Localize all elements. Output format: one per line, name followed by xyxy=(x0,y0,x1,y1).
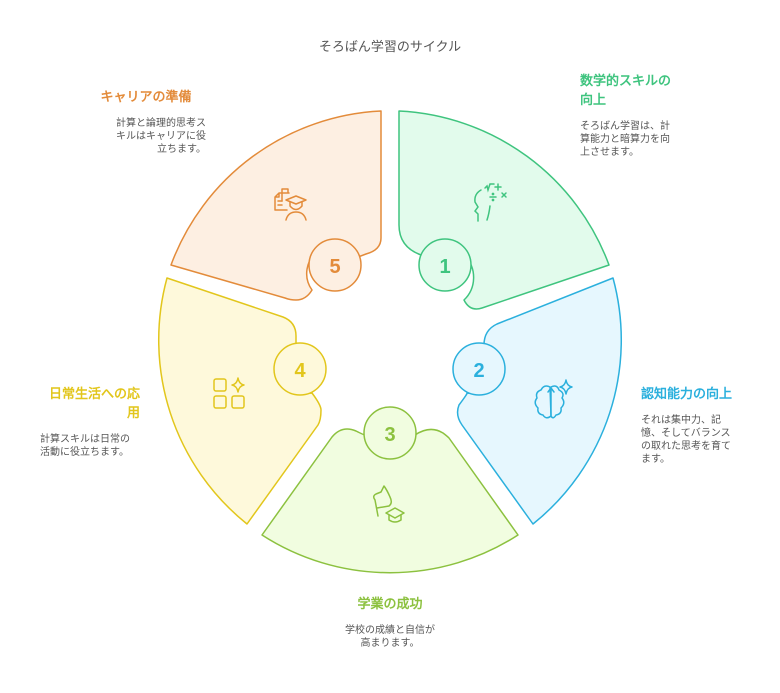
step-1-heading: 数学的スキルの 向上 xyxy=(580,72,690,110)
step-4-heading-line: 用 xyxy=(126,406,140,421)
step-2-desc-line: 憶、そしてバランス xyxy=(641,428,731,439)
document-graduate-icon xyxy=(274,188,307,221)
step-2-number: 2 xyxy=(473,360,484,382)
step-3-number: 3 xyxy=(384,424,395,446)
head-math-icon xyxy=(474,183,507,222)
step-4-number: 4 xyxy=(294,360,306,382)
step-5-badge xyxy=(308,238,362,292)
step-2-desc-line: それは集中力、記 xyxy=(641,415,721,426)
step-3-desc-line: 学校の成績と自信が xyxy=(345,625,435,636)
step-4-desc-line: 計算スキルは日常の xyxy=(40,434,130,445)
step-2-desc-line: の取れた思考を育て xyxy=(641,441,731,452)
brain-sparkle-icon xyxy=(534,379,573,419)
diagram-title: そろばん学習のサイクル xyxy=(318,40,462,55)
step-4-heading: 日常生活への応 用 xyxy=(26,385,140,423)
step-5-desc-line: 計算と論理的思考ス xyxy=(116,118,206,129)
flag-graduation-icon xyxy=(372,485,405,523)
step-2-desc-line: ます。 xyxy=(641,454,670,465)
step-3-badge xyxy=(363,406,417,460)
step-1-desc-line: 算能力と暗算力を向 xyxy=(580,134,670,145)
step-1-heading-line: 向上 xyxy=(580,93,607,108)
step-5-description: 計算と論理的思考ス キルはキャリアに役 立ちます。 xyxy=(86,117,206,156)
step-3-text: 学業の成功 学校の成績と自信が 高まります。 xyxy=(320,595,460,650)
step-5-desc-line: キルはキャリアに役 xyxy=(116,131,206,142)
step-2-text: 認知能力の向上 それは集中力、記 憶、そしてバランス の取れた思考を育て ます。 xyxy=(641,385,751,466)
step-4-heading-line: 日常生活への応 xyxy=(48,387,140,402)
apps-sparkle-icon xyxy=(213,377,245,409)
step-2-heading: 認知能力の向上 xyxy=(641,387,733,402)
step-5-desc-line: 立ちます。 xyxy=(157,144,206,155)
step-1-description: そろばん学習は、計 算能力と暗算力を向 上させます。 xyxy=(580,120,690,159)
segment-3[interactable]: 3 xyxy=(261,406,519,574)
step-4-text: 日常生活への応 用 計算スキルは日常の 活動に役立ちます。 xyxy=(26,385,140,459)
step-1-heading-line: 数学的スキルの xyxy=(580,74,672,89)
step-3-desc-line: 高まります。 xyxy=(360,638,420,649)
step-1-desc-line: そろばん学習は、計 xyxy=(580,121,670,132)
step-5-heading: キャリアの準備 xyxy=(100,90,192,105)
step-1-number: 1 xyxy=(439,256,450,278)
segment-5[interactable]: 5 xyxy=(170,110,382,301)
step-2-description: それは集中力、記 憶、そしてバランス の取れた思考を育て ます。 xyxy=(641,414,751,466)
segment-1[interactable]: 1 xyxy=(398,110,610,310)
step-1-badge xyxy=(418,238,472,292)
step-3-heading: 学業の成功 xyxy=(357,597,423,612)
segment-4[interactable]: 4 xyxy=(157,277,327,525)
step-1-text: 数学的スキルの 向上 そろばん学習は、計 算能力と暗算力を向 上させます。 xyxy=(580,72,690,159)
step-4-badge xyxy=(273,342,327,396)
step-2-badge xyxy=(452,342,506,396)
step-5-text: キャリアの準備 計算と論理的思考ス キルはキャリアに役 立ちます。 xyxy=(86,88,206,156)
step-4-description: 計算スキルは日常の 活動に役立ちます。 xyxy=(26,433,140,459)
step-4-desc-line: 活動に役立ちます。 xyxy=(40,447,129,458)
segment-2[interactable]: 2 xyxy=(452,277,623,525)
step-3-description: 学校の成績と自信が 高まります。 xyxy=(320,624,460,650)
step-5-number: 5 xyxy=(329,256,340,278)
step-1-desc-line: 上させます。 xyxy=(580,147,639,158)
